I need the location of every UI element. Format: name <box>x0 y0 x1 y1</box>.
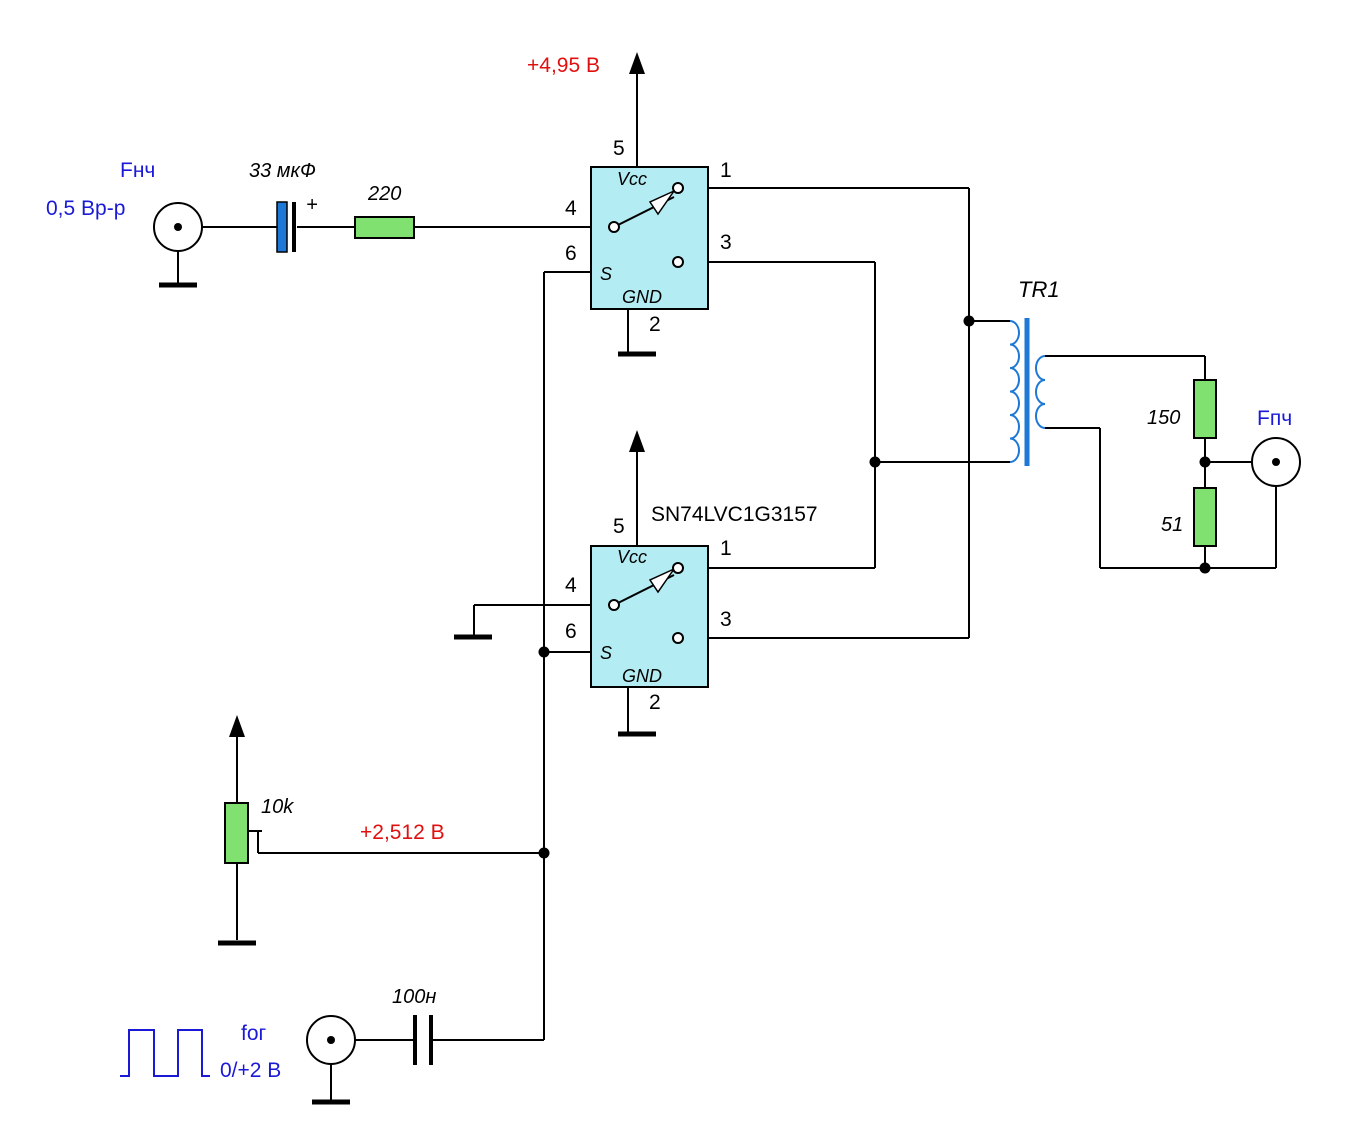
ground-symbols <box>159 282 656 1105</box>
junction-dot <box>963 315 975 327</box>
capacitor-100n-label: 100н <box>392 986 436 1008</box>
chip-bottom-pin-b1: 1 <box>720 537 732 560</box>
potentiometer-label: 10k <box>261 796 294 818</box>
wires <box>177 74 1277 1100</box>
capacitor-33uf <box>276 201 296 253</box>
if-output-name: Fпч <box>1257 407 1292 430</box>
chip-bottom-pin-gnd: 2 <box>649 691 661 714</box>
junction-dots <box>538 315 1211 859</box>
resistor-51-label: 51 <box>1161 514 1183 536</box>
lf-input-name: Fнч <box>120 159 155 182</box>
junction-dot <box>538 646 550 658</box>
resistor-51 <box>1193 487 1217 547</box>
lo-input-connector <box>306 1015 356 1065</box>
lf-input-level: 0,5 Вр-р <box>46 197 125 220</box>
vcc-arrow-top <box>629 52 645 74</box>
ic-part-label: SN74LVC1G3157 <box>651 503 818 526</box>
lf-input-connector <box>153 202 203 252</box>
chip-bottom-s-label: S <box>600 643 612 663</box>
capacitor-100n <box>413 1015 433 1065</box>
chip-bottom-vcc-label: Vcc <box>617 547 647 567</box>
resistor-150-label: 150 <box>1147 407 1180 429</box>
vcc-arrow-pot <box>229 715 245 737</box>
bias-voltage-label: +2,512 В <box>360 821 445 844</box>
potentiometer-10k <box>224 802 249 864</box>
junction-dot <box>1199 562 1211 574</box>
transformer-tr1 <box>1009 318 1046 466</box>
chip-top-vcc-label: Vcc <box>617 169 647 189</box>
chip-bottom <box>590 545 709 688</box>
capacitor-33uf-label: 33 мкФ <box>249 160 316 182</box>
lo-input-level: 0/+2 В <box>220 1059 281 1082</box>
supply-arrows <box>229 52 645 737</box>
chip-top-pin-s: 6 <box>565 242 577 265</box>
resistor-220-label: 220 <box>367 183 401 205</box>
lo-input-name: fог <box>241 1022 267 1045</box>
chip-top-pin-b1: 1 <box>720 159 732 182</box>
vcc-voltage-label: +4,95 В <box>527 54 600 77</box>
junction-dot <box>538 847 550 859</box>
junction-dot <box>1199 456 1211 468</box>
chip-bottom-gnd-label: GND <box>622 666 662 686</box>
resistor-150 <box>1193 379 1217 439</box>
if-output-connector <box>1251 437 1301 487</box>
chip-bottom-pin-s: 6 <box>565 620 577 643</box>
chip-top-pin-a: 4 <box>565 197 577 220</box>
vcc-arrow-bottom <box>629 430 645 452</box>
chip-top-pin-gnd: 2 <box>649 313 661 336</box>
resistor-220 <box>354 216 415 239</box>
chip-top-pin-vcc: 5 <box>613 137 625 160</box>
chip-bottom-pin-vcc: 5 <box>613 515 625 538</box>
chip-top-s-label: S <box>600 264 612 284</box>
square-wave-icon <box>120 1029 210 1077</box>
chip-top <box>590 166 709 310</box>
chip-top-pin-b0: 3 <box>720 231 732 254</box>
junction-dot <box>869 456 881 468</box>
capacitor-polarity-label: + <box>306 194 318 216</box>
chip-top-gnd-label: GND <box>622 287 662 307</box>
transformer-label: TR1 <box>1018 277 1060 302</box>
chip-bottom-pin-a: 4 <box>565 574 577 597</box>
chip-bottom-pin-b0: 3 <box>720 608 732 631</box>
